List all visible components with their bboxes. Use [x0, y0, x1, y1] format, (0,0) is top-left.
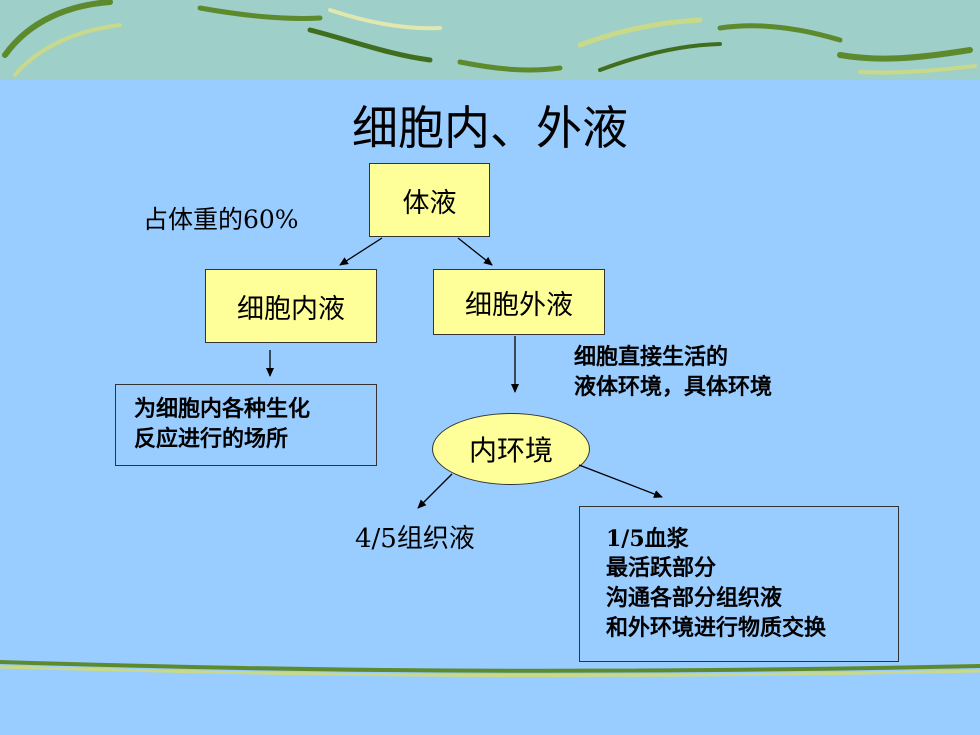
- body-fluid-label: 体液: [402, 187, 457, 219]
- extracellular-desc-line: 细胞直接生活的: [574, 344, 729, 370]
- extracellular-description: 细胞直接生活的 液体环境，具体环境: [574, 343, 772, 402]
- tissue-fluid-label: 4/5组织液: [355, 524, 475, 554]
- intracellular-desc-line: 为细胞内各种生化: [134, 396, 311, 423]
- arrow-body-to-intracellular: [339, 237, 383, 266]
- plasma-description-box: 1/5血浆 最活跃部分 沟通各部分组织液 和外环境进行物质交换: [579, 506, 899, 662]
- internal-environment-ellipse: 内环境: [432, 413, 590, 485]
- plasma-line: 和外环境进行物质交换: [606, 614, 827, 641]
- arrow-internal-to-tissue: [417, 473, 453, 509]
- bottom-decorative-line: [0, 660, 980, 673]
- plasma-line: 最活跃部分: [606, 555, 717, 582]
- extracellular-fluid-label: 细胞外液: [465, 289, 573, 321]
- wave-stroke-decoration: [2, 0, 977, 77]
- intracellular-desc-line: 反应进行的场所: [134, 426, 289, 452]
- bottom-decorative-line-highlight: [0, 665, 980, 678]
- intracellular-fluid-label: 细胞内液: [237, 293, 345, 325]
- body-fluid-box: 体液: [369, 163, 490, 237]
- intracellular-fluid-box: 细胞内液: [205, 269, 377, 343]
- extracellular-fluid-box: 细胞外液: [433, 269, 605, 335]
- body-fluid-note: 占体重的60%: [143, 205, 299, 234]
- intracellular-description-box: 为细胞内各种生化 反应进行的场所: [115, 384, 377, 466]
- arrow-internal-to-plasma: [578, 464, 663, 498]
- extracellular-desc-line: 液体环境，具体环境: [574, 373, 773, 400]
- plasma-line: 1/5血浆: [606, 525, 689, 552]
- internal-environment-label: 内环境: [468, 434, 553, 467]
- plasma-line: 沟通各部分组织液: [606, 585, 783, 611]
- decorative-banner: [0, 0, 980, 80]
- arrow-body-to-extracellular: [457, 237, 493, 266]
- slide-title: 细胞内、外液: [352, 101, 628, 155]
